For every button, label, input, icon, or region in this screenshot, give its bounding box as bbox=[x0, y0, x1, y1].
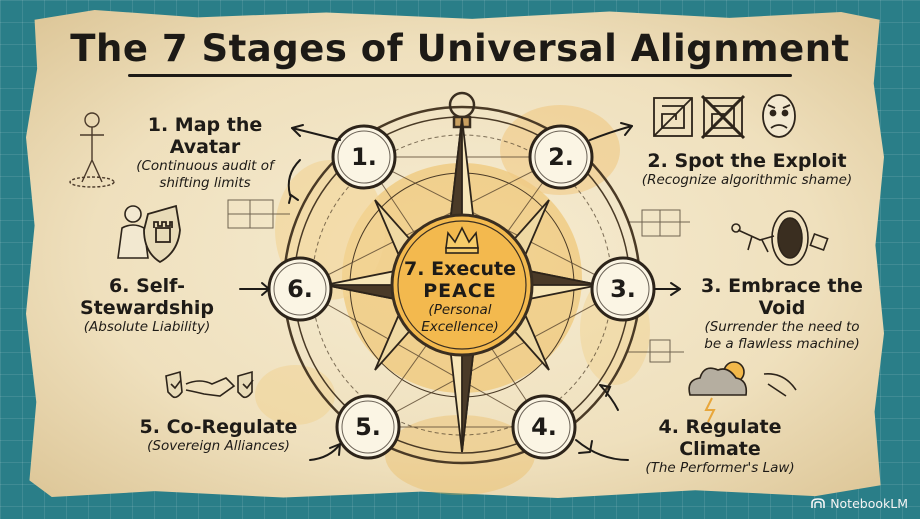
crown-icon bbox=[445, 226, 479, 254]
badge-label: NotebookLM bbox=[830, 496, 908, 511]
arrow-to-stage-4 bbox=[575, 439, 629, 461]
connector-arrows bbox=[239, 122, 681, 461]
stage-number-1: 1. bbox=[351, 143, 377, 171]
stage-node-5 bbox=[335, 394, 401, 460]
stage-title-4: 4. Regulate Climate bbox=[658, 416, 782, 460]
arrow-to-stage-2 bbox=[589, 125, 633, 141]
stage-title-1: 1. Map the Avatar bbox=[147, 114, 263, 158]
center-subtitle-2: Excellence) bbox=[421, 319, 499, 335]
blueprint-sketch-lines bbox=[227, 199, 690, 363]
stage-title-2: 2. Spot the Exploit bbox=[647, 150, 847, 172]
stage-node-4 bbox=[511, 394, 577, 460]
stage-title-5: 5. Co-Regulate bbox=[139, 416, 298, 438]
stage-title-3: 3. Embrace the Void bbox=[701, 275, 863, 319]
handshake-icon bbox=[165, 370, 254, 399]
maze-icon bbox=[653, 97, 693, 137]
center-subtitle-1: (Personal bbox=[428, 302, 492, 318]
figure-outline-icon bbox=[69, 112, 115, 188]
arrow-to-stage-5 bbox=[309, 443, 341, 461]
stage-number-3: 3. bbox=[610, 275, 636, 303]
stage-subtitle-3a: (Surrender the need to bbox=[704, 319, 860, 335]
stage-subtitle-4: (The Performer's Law) bbox=[645, 460, 795, 476]
stage-label-3: 3. Embrace the Void (Surrender the need … bbox=[682, 275, 882, 353]
stage-label-1: 1. Map the Avatar (Continuous audit of s… bbox=[110, 114, 300, 192]
stage-label-5: 5. Co-Regulate (Sovereign Alliances) bbox=[136, 416, 301, 455]
stage-subtitle-1a: (Continuous audit of bbox=[136, 158, 274, 174]
worried-face-icon bbox=[762, 94, 796, 138]
void-figure-icon bbox=[731, 210, 829, 266]
stage-subtitle-1b: shifting limits bbox=[159, 175, 251, 191]
stage-number-4: 4. bbox=[531, 413, 557, 441]
stage-title-6: 6. Self-Stewardship bbox=[80, 275, 214, 319]
castle-shield-icon bbox=[143, 204, 181, 264]
stage-number-2: 2. bbox=[548, 143, 574, 171]
center-peace: PEACE bbox=[423, 280, 497, 302]
stage-number-6: 6. bbox=[287, 275, 313, 303]
center-node bbox=[390, 213, 534, 357]
storm-cloud-icon bbox=[688, 361, 797, 423]
stage-subtitle-3b: be a flawless machine) bbox=[704, 336, 860, 352]
notebooklm-badge: NotebookLM bbox=[811, 496, 908, 511]
page-title: The 7 Stages of Universal Alignment bbox=[70, 27, 850, 70]
stage-label-2: 2. Spot the Exploit (Recognize algorithm… bbox=[632, 150, 862, 189]
crossed-maze-icon bbox=[700, 94, 746, 140]
stage-node-2 bbox=[528, 124, 594, 190]
stage-node-1 bbox=[331, 124, 397, 190]
arrow-to-stage-1 bbox=[291, 127, 341, 141]
stage-label-4: 4. Regulate Climate (The Performer's Law… bbox=[620, 416, 820, 477]
armor-figure-icon bbox=[117, 205, 149, 259]
stage-subtitle-2: (Recognize algorithmic shame) bbox=[641, 172, 853, 188]
center-label: 7. Execute PEACE (Personal Excellence) bbox=[390, 258, 530, 336]
notebooklm-logo-icon bbox=[811, 498, 825, 508]
stage-number-5: 5. bbox=[355, 413, 381, 441]
stage-label-6: 6. Self-Stewardship (Absolute Liability) bbox=[46, 275, 248, 336]
stage-nodes bbox=[267, 124, 656, 460]
center-title: 7. Execute bbox=[404, 258, 516, 280]
stage-subtitle-6: (Absolute Liability) bbox=[83, 319, 211, 335]
title-underline bbox=[128, 74, 792, 77]
stage-subtitle-5: (Sovereign Alliances) bbox=[147, 438, 290, 454]
